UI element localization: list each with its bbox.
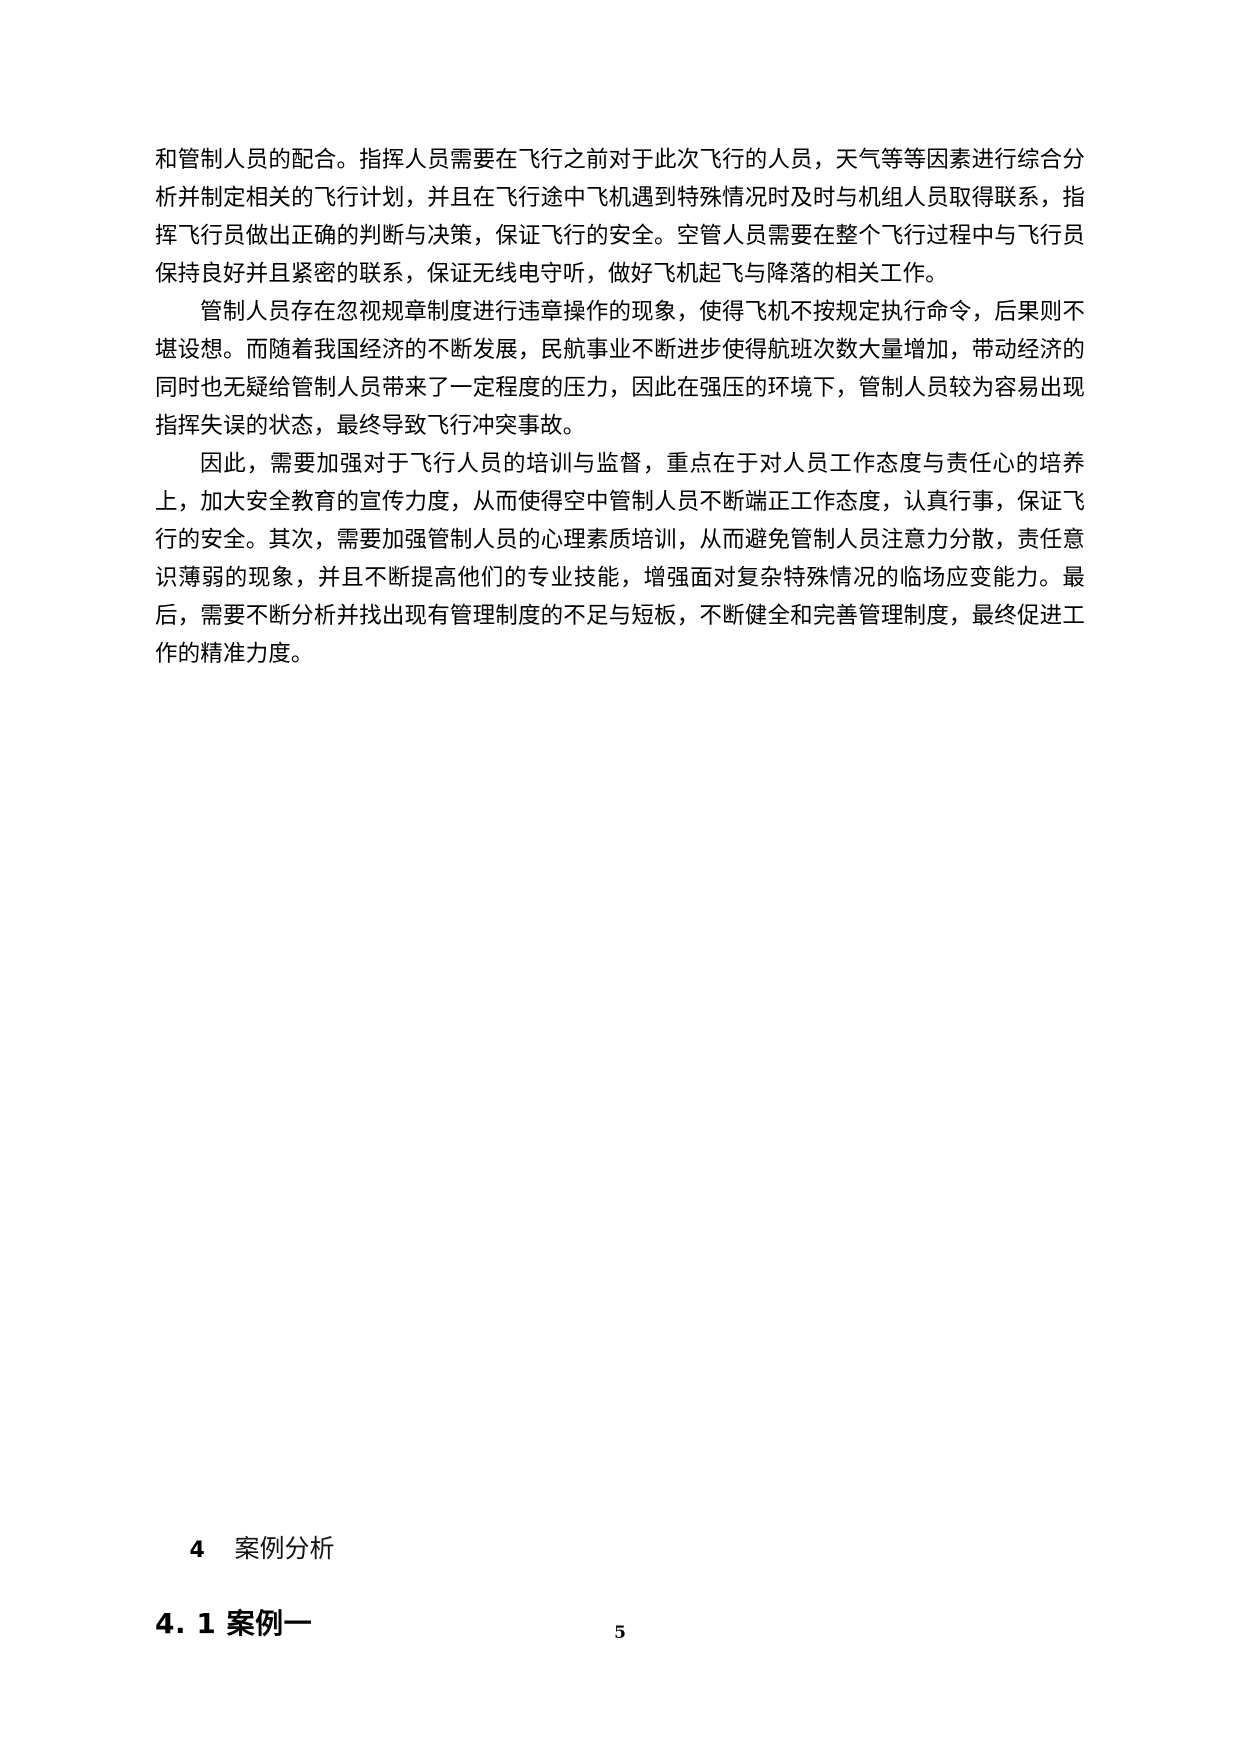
- heading-level-1: 4 案例分析: [155, 1498, 1085, 1602]
- paragraph-2: 管制人员存在忽视规章制度进行违章操作的现象，使得飞机不按规定执行命令，后果则不堪…: [155, 299, 1085, 439]
- heading-level-2: 4. 1 案例一: [155, 1607, 313, 1640]
- body-text-block: 和管制人员的配合。指挥人员需要在飞行之前对于此次飞行的人员，天气等等因素进行综合…: [155, 141, 1085, 673]
- heading-level-1-text: 案例分析: [234, 1534, 335, 1563]
- page-number: 5: [614, 1623, 626, 1643]
- heading-group: 4 案例分析 4. 1 案例一: [155, 1498, 1085, 1642]
- heading-level-1-number: 4: [189, 1538, 205, 1563]
- paragraph-3: 因此，需要加强对于飞行人员的培训与监督，重点在于对人员工作态度与责任心的培养上，…: [155, 451, 1085, 667]
- heading-level-1-separator: [205, 1538, 235, 1563]
- paragraph-1: 和管制人员的配合。指挥人员需要在飞行之前对于此次飞行的人员，天气等等因素进行综合…: [155, 147, 1085, 287]
